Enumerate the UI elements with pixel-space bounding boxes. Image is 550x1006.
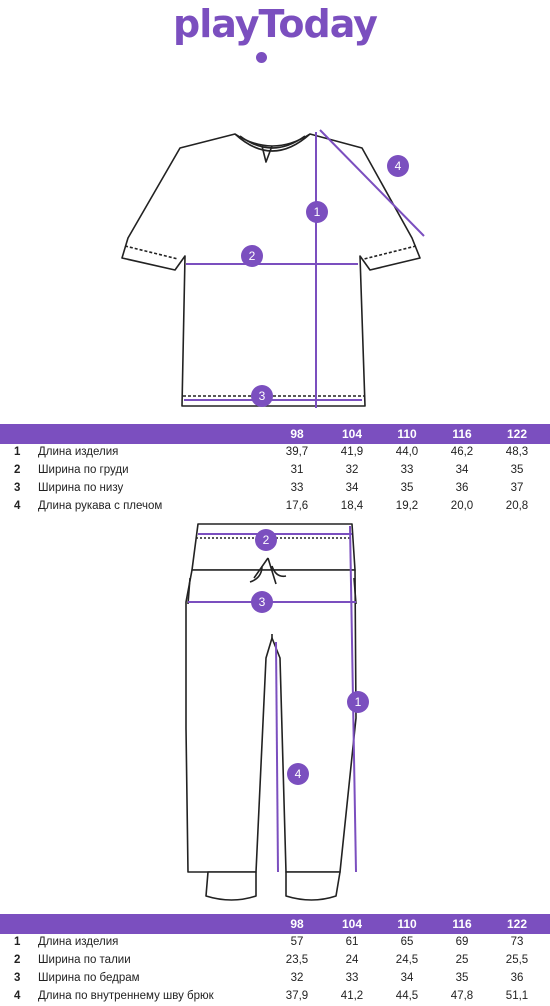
row-label: Ширина по бедрам — [38, 972, 140, 984]
row-value: 32 — [345, 464, 359, 476]
row-value: 51,1 — [505, 990, 529, 1002]
table-row: 1 Длина изделия 39,7 41,9 44,0 46,2 48,3 — [0, 444, 550, 462]
row-value: 19,2 — [395, 500, 419, 512]
row-value: 24 — [345, 954, 359, 966]
size-header: 104 — [341, 427, 363, 441]
row-label: Ширина по талии — [38, 954, 131, 966]
table-row: 3 Ширина по низу 33 34 35 36 37 — [0, 480, 550, 498]
row-value: 33 — [400, 464, 414, 476]
row-value: 20,8 — [505, 500, 529, 512]
pants-sketch: 1 2 3 4 — [0, 518, 550, 910]
marker-4-label: 4 — [395, 159, 402, 173]
row-number: 1 — [14, 936, 21, 948]
row-label: Длина рукава с плечом — [38, 500, 163, 512]
row-value: 37 — [510, 482, 524, 494]
size-header: 98 — [290, 427, 304, 441]
row-value: 34 — [345, 482, 359, 494]
row-number: 4 — [14, 990, 21, 1002]
size-header: 110 — [397, 427, 417, 441]
row-value: 36 — [510, 972, 524, 984]
row-value: 35 — [455, 972, 469, 984]
size-header: 116 — [452, 427, 472, 441]
logo-dot — [256, 52, 267, 63]
marker-1 — [347, 691, 369, 713]
row-label: Длина изделия — [38, 936, 119, 948]
row-value: 36 — [455, 482, 469, 494]
size-header: 122 — [506, 427, 528, 441]
marker-2-label: 2 — [249, 249, 256, 263]
row-value: 69 — [455, 936, 469, 948]
logo-text: playToday — [173, 2, 378, 46]
marker-4 — [387, 155, 409, 177]
row-value: 65 — [400, 936, 414, 948]
pants-size-table: 98 104 110 116 122 1 Длина изделия 57 61… — [0, 914, 550, 1006]
marker-3 — [251, 591, 273, 613]
row-value: 37,9 — [285, 990, 309, 1002]
pants-table-header: 98 104 110 116 122 — [0, 914, 550, 934]
row-value: 17,6 — [285, 500, 309, 512]
row-label: Длина изделия — [38, 446, 119, 458]
table-row: 4 Длина по внутреннему шву брюк 37,9 41,… — [0, 988, 550, 1006]
marker-1 — [306, 201, 328, 223]
marker-2 — [255, 529, 277, 551]
table-row: 1 Длина изделия 57 61 65 69 73 — [0, 934, 550, 952]
row-value: 35 — [510, 464, 524, 476]
marker-3-label: 3 — [259, 389, 266, 403]
shirt-size-table: 98 104 110 116 122 1 Длина изделия 39,7 … — [0, 424, 550, 516]
table-row: 2 Ширина по талии 23,5 24 24,5 25 25,5 — [0, 952, 550, 970]
row-value: 46,2 — [450, 446, 474, 458]
row-value: 39,7 — [285, 446, 309, 458]
table-row: 2 Ширина по груди 31 32 33 34 35 — [0, 462, 550, 480]
row-value: 41,2 — [340, 990, 364, 1002]
row-number: 3 — [14, 482, 21, 494]
row-number: 4 — [14, 500, 21, 512]
row-value: 25 — [455, 954, 469, 966]
table-row: 3 Ширина по бедрам 32 33 34 35 36 — [0, 970, 550, 988]
brand-logo: playToday — [0, 0, 550, 70]
marker-1-label: 1 — [314, 205, 321, 219]
marker-2 — [241, 245, 263, 267]
row-label: Ширина по груди — [38, 464, 129, 476]
row-value: 32 — [290, 972, 304, 984]
row-value: 35 — [400, 482, 414, 494]
marker-1-label: 1 — [355, 695, 362, 709]
size-header: 116 — [452, 917, 472, 931]
size-header: 98 — [290, 917, 304, 931]
row-number: 3 — [14, 972, 21, 984]
row-value: 23,5 — [285, 954, 309, 966]
size-header: 104 — [341, 917, 363, 931]
tshirt-sketch: 1 2 3 4 — [0, 118, 550, 418]
row-number: 2 — [14, 954, 21, 966]
row-value: 48,3 — [505, 446, 529, 458]
marker-3-label: 3 — [259, 595, 266, 609]
row-value: 41,9 — [340, 446, 364, 458]
marker-4 — [287, 763, 309, 785]
row-value: 57 — [290, 936, 304, 948]
marker-4-label: 4 — [295, 767, 302, 781]
row-value: 44,0 — [395, 446, 419, 458]
row-value: 18,4 — [340, 500, 364, 512]
row-value: 61 — [345, 936, 359, 948]
row-value: 20,0 — [450, 500, 474, 512]
size-header: 122 — [506, 917, 528, 931]
row-value: 34 — [400, 972, 414, 984]
row-value: 33 — [345, 972, 359, 984]
row-value: 47,8 — [450, 990, 474, 1002]
shirt-table-header: 98 104 110 116 122 — [0, 424, 550, 444]
size-header: 110 — [397, 917, 417, 931]
row-number: 2 — [14, 464, 21, 476]
row-label: Ширина по низу — [38, 482, 124, 494]
row-value: 33 — [290, 482, 304, 494]
row-value: 24,5 — [395, 954, 419, 966]
marker-2-label: 2 — [263, 533, 270, 547]
row-value: 31 — [290, 464, 304, 476]
row-value: 25,5 — [505, 954, 529, 966]
row-value: 73 — [510, 936, 524, 948]
row-value: 34 — [455, 464, 469, 476]
marker-3 — [251, 385, 273, 407]
row-label: Длина по внутреннему шву брюк — [38, 990, 214, 1002]
row-value: 44,5 — [395, 990, 419, 1002]
table-row: 4 Длина рукава с плечом 17,6 18,4 19,2 2… — [0, 498, 550, 516]
row-number: 1 — [14, 446, 21, 458]
